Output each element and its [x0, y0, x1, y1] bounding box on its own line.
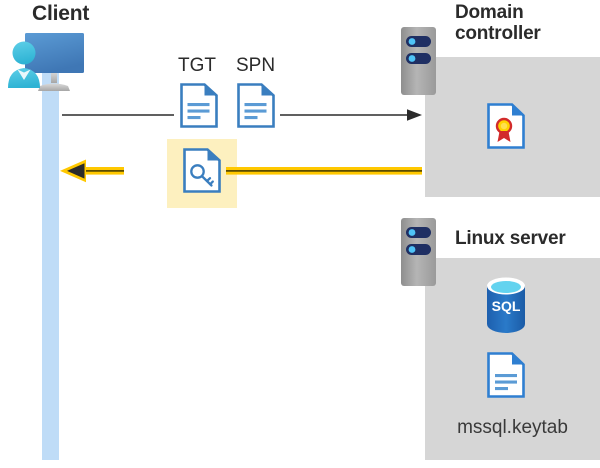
- domain-controller-title-line2: controller: [455, 23, 541, 45]
- domain-controller-title-line1: Domain: [455, 2, 524, 23]
- certificate-document-icon: [487, 103, 525, 149]
- domain-controller-server-icon: [401, 27, 436, 95]
- page-title-client: Client: [32, 2, 90, 25]
- service-ticket-key-document-icon: [183, 148, 221, 193]
- page-title-linux-server: Linux server: [455, 228, 566, 249]
- linux-server-server-icon: [401, 218, 436, 286]
- request-flow-arrow: [62, 108, 422, 122]
- client-workstation-icon: [4, 26, 100, 96]
- spn-label: SPN: [236, 55, 276, 76]
- sql-label: SQL: [492, 298, 521, 314]
- client-lifeline: [42, 66, 59, 460]
- keytab-document-icon: [487, 352, 525, 398]
- tgt-label: TGT: [178, 55, 216, 76]
- keytab-filename-label: mssql.keytab: [457, 417, 568, 438]
- sql-database-icon: SQL: [483, 277, 529, 333]
- response-flow-arrow: [58, 158, 422, 184]
- tgt-document-icon: [180, 83, 218, 128]
- spn-document-icon: [237, 83, 275, 128]
- page-title-domain-controller: Domain controller: [455, 2, 585, 45]
